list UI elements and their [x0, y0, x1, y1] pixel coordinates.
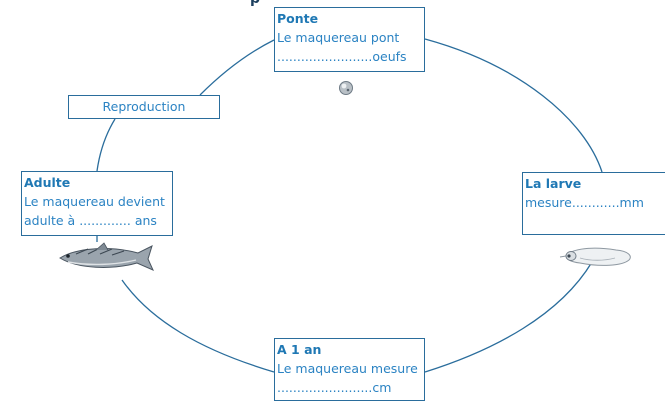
cycle-arc-ponte-larve — [424, 38, 603, 173]
egg-icon — [339, 81, 353, 95]
stage-text-adulte-line2: adulte à ............. ans — [24, 213, 157, 228]
stage-text-un-an-line2: ........................cm — [277, 380, 392, 395]
cycle-arc-an-adulte — [121, 279, 275, 373]
reproduction-label: Reproduction — [68, 95, 220, 119]
cycle-arc-adulte-repro — [96, 118, 116, 172]
stage-text-un-an-line1: Le maquereau mesure — [277, 361, 418, 376]
cycle-arc-larve-an — [424, 261, 593, 373]
stage-text-adulte-line1: Le maquereau devient — [24, 194, 165, 209]
stage-box-un-an: A 1 an Le maquereau mesure .............… — [274, 338, 425, 401]
stage-box-ponte: Ponte Le maquereau pont ................… — [274, 7, 425, 72]
larva-icon — [559, 247, 631, 266]
stage-title-ponte: Ponte — [277, 11, 319, 26]
stage-box-larve: La larve mesure............mm — [522, 172, 665, 235]
stage-text-ponte-line2: ........................oeufs — [277, 49, 407, 64]
stage-box-adulte: Adulte Le maquereau devient adulte à ...… — [21, 171, 173, 236]
stage-text-larve-line1: mesure............mm — [525, 195, 644, 210]
stage-title-larve: La larve — [525, 176, 582, 191]
stage-text-ponte-line1: Le maquereau pont — [277, 30, 400, 45]
mackerel-icon — [59, 242, 154, 271]
heading-fragment: p — [250, 0, 260, 7]
stage-title-un-an: A 1 an — [277, 342, 322, 357]
cycle-arc-repro-ponte — [199, 39, 275, 96]
stage-title-adulte: Adulte — [24, 175, 71, 190]
